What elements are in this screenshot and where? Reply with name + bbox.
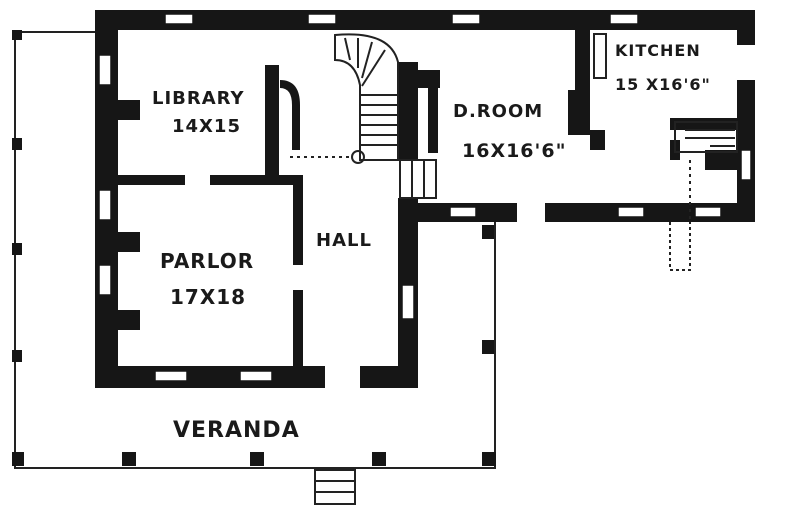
room-size-dining: 16X16'6" xyxy=(462,140,566,162)
room-name-dining: D.ROOM xyxy=(453,101,543,122)
windows xyxy=(98,13,752,382)
kitchen-staircase xyxy=(593,33,738,271)
room-name-kitchen: KITCHEN xyxy=(615,41,701,60)
room-size-parlor: 17X18 xyxy=(170,285,246,309)
front-steps xyxy=(314,469,356,505)
veranda xyxy=(12,30,496,505)
room-size-kitchen: 15 X16'6" xyxy=(615,75,711,94)
main-staircase xyxy=(290,33,437,199)
room-name-library: LIBRARY xyxy=(152,88,245,109)
room-name-parlor: PARLOR xyxy=(160,249,254,273)
room-name-hall: HALL xyxy=(316,230,372,251)
veranda-posts xyxy=(12,30,496,466)
area-name-veranda: VERANDA xyxy=(173,418,300,443)
kitchen-range xyxy=(593,33,607,79)
room-size-library: 14X15 xyxy=(172,116,241,137)
